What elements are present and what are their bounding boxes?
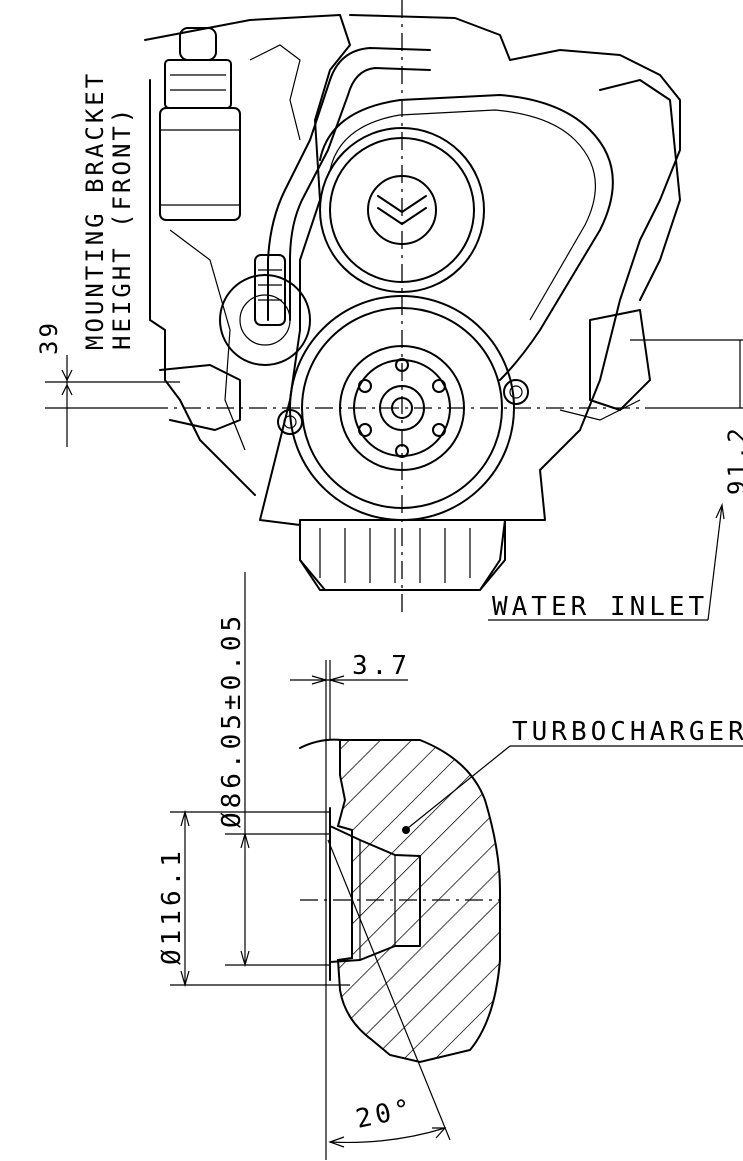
dim-91-2-label: 91.2: [723, 425, 743, 495]
angle-20-label: 20°: [353, 1093, 417, 1135]
mounting-bracket-label-line2: HEIGHT (FRONT): [108, 106, 136, 350]
water-inlet-dimension: 91.2 WATER INLET: [488, 339, 743, 622]
dim-39-label: 39: [35, 320, 63, 355]
oil-filter: [159, 27, 241, 221]
dim-3-7-label: 3.7: [352, 651, 411, 681]
mounting-bracket-dimension: MOUNTING BRACKET HEIGHT (FRONT) 39: [35, 71, 180, 447]
engine-front-view: [144, 0, 681, 615]
upper-pulley: [319, 127, 485, 293]
dim-116-1-label: Ø116.1: [157, 847, 187, 965]
mounting-bracket-label-line1: MOUNTING BRACKET: [81, 71, 109, 350]
turbocharger-label: TURBOCHARGER: [512, 717, 743, 747]
water-inlet-label: WATER INLET: [492, 592, 708, 622]
turbocharger-section: 3.7 TURBOCHARGER Ø86.05±0.05 Ø116.1 20°: [157, 572, 743, 1160]
crank-pulley: [289, 295, 515, 521]
dim-86-05-label: Ø86.05±0.05: [217, 612, 247, 828]
